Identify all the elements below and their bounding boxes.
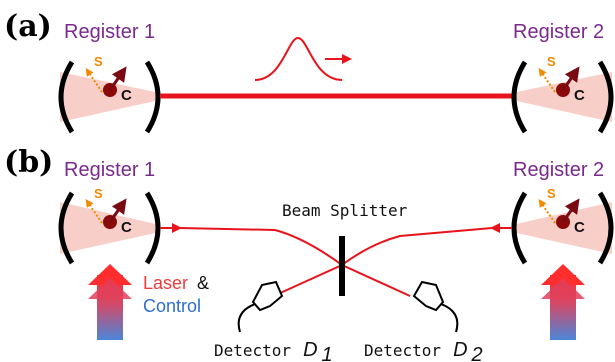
detector-d1-prefix: Detector bbox=[214, 341, 291, 360]
laser-control-arrow-left bbox=[88, 264, 132, 340]
cavity-label: C bbox=[121, 87, 132, 104]
register-2-cavity-b: S C bbox=[511, 186, 614, 265]
optical-paths bbox=[160, 223, 512, 297]
detector-d2-subscript: 2 bbox=[471, 344, 483, 362]
detector-d2-prefix: Detector bbox=[364, 341, 441, 360]
legend-laser: Laser & bbox=[143, 273, 209, 293]
legend-laser-word: Laser bbox=[143, 273, 188, 293]
cavity-label: C bbox=[121, 219, 132, 236]
register-1-label-a: Register 1 bbox=[64, 21, 155, 43]
cavity-label: C bbox=[574, 87, 585, 104]
detector-d2 bbox=[412, 280, 459, 333]
detector-d1 bbox=[237, 280, 284, 333]
spin-label: S bbox=[94, 186, 103, 201]
cavity-label: C bbox=[574, 219, 585, 236]
register-2-label-b: Register 2 bbox=[513, 159, 604, 181]
detector-d2-label: Detector D 2 bbox=[364, 339, 483, 362]
spin-label: S bbox=[547, 186, 556, 201]
panel-b-label: (b) bbox=[4, 145, 53, 180]
register-2-cavity-a: S C bbox=[511, 54, 614, 134]
register-1-cavity-b: S C bbox=[58, 186, 161, 265]
detector-d2-symbol: D bbox=[453, 339, 467, 361]
legend-control: Control bbox=[143, 296, 201, 316]
detector-d1-subscript: 1 bbox=[322, 344, 333, 362]
detector-d1-symbol: D bbox=[303, 339, 317, 361]
panel-a-label: (a) bbox=[4, 9, 52, 44]
register-2-label-a: Register 2 bbox=[513, 21, 604, 43]
register-1-cavity-a: S C bbox=[58, 54, 161, 134]
detector-d1-label: Detector D 1 bbox=[214, 339, 333, 362]
spin-label: S bbox=[94, 54, 103, 69]
spin-label: S bbox=[547, 54, 556, 69]
register-1-label-b: Register 1 bbox=[64, 159, 155, 181]
beam-splitter-label: Beam Splitter bbox=[282, 201, 408, 220]
legend-ampersand: & bbox=[197, 273, 209, 293]
photon-wavepacket bbox=[254, 36, 343, 81]
laser-control-arrow-right bbox=[541, 264, 585, 340]
